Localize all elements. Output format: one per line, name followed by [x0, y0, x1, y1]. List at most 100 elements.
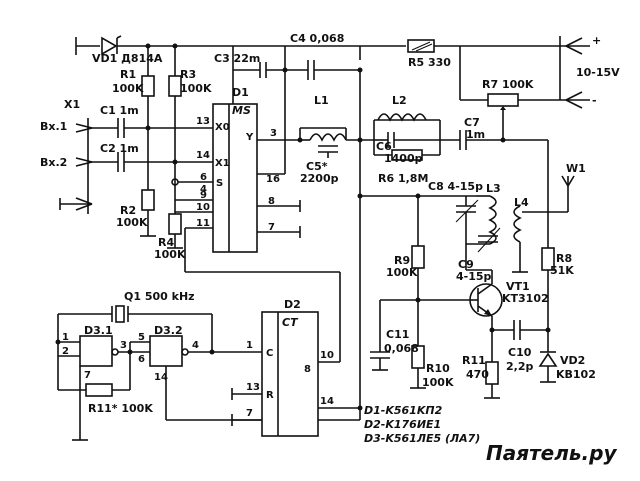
- pin-d32-5: 5: [138, 332, 145, 343]
- label-d1-s: S: [216, 178, 223, 189]
- resistor-r9: [411, 245, 425, 269]
- label-c9-value: 4-15p: [456, 270, 492, 283]
- label-c10-value: 2,2p: [506, 360, 533, 373]
- label-c1: C1 1m: [100, 104, 139, 117]
- label-d1-ms: MS: [232, 104, 251, 117]
- label-d1-x1: X1: [215, 158, 230, 169]
- label-r2-value: 100K: [116, 216, 148, 229]
- pin-d1-16: 16: [266, 174, 280, 185]
- label-r11: R11: [462, 354, 486, 367]
- label-input1: Bx.1: [40, 120, 67, 133]
- chip-d1: [184, 46, 341, 363]
- varicap-vd2: [538, 352, 558, 367]
- label-r5: R5 330: [408, 56, 451, 69]
- pin-d1-7: 7: [268, 222, 275, 233]
- label-c11-value: 0,068: [384, 342, 419, 355]
- label-r2: R2: [120, 204, 136, 217]
- label-c6: C6: [376, 140, 392, 153]
- label-d2-c: C: [266, 348, 273, 359]
- resistor-r11-star: [85, 383, 113, 397]
- transistor-vt1: [465, 246, 503, 399]
- l2-c6-r6: [373, 113, 441, 161]
- note-d3: D3-K561ЛЕ5 (ЛА7): [364, 432, 480, 445]
- r7-area: [459, 46, 590, 142]
- varicap-network: [492, 247, 558, 383]
- label-c3: C3 22m: [214, 52, 260, 65]
- pin-d32-14: 14: [154, 372, 168, 383]
- label-w1: W1: [566, 162, 586, 175]
- pin-d1-6: 6: [200, 172, 207, 183]
- label-r4: R4: [158, 236, 174, 249]
- label-r3: R3: [180, 68, 196, 81]
- label-c6-value: 1400p: [384, 152, 423, 165]
- label-c10: C10: [508, 346, 532, 359]
- pin-d31-7: 7: [84, 370, 91, 381]
- pin-d1-4: 4: [200, 184, 207, 195]
- pin-d2-13: 13: [246, 382, 260, 393]
- label-c11: C11: [386, 328, 409, 341]
- label-r8-value: 51K: [550, 264, 574, 277]
- label-r1: R1: [120, 68, 136, 81]
- pin-d1-14: 14: [196, 150, 210, 161]
- label-d1-y: Y: [245, 132, 254, 143]
- resistor-r2: [141, 189, 155, 211]
- l1-c5: [297, 70, 374, 420]
- pin-d1-9: 9: [200, 190, 207, 201]
- label-vd1: VD1 Д814А: [92, 52, 163, 65]
- label-r1-value: 100K: [112, 82, 144, 95]
- label-d2-ct: CT: [282, 316, 299, 329]
- pin-d2-10: 10: [320, 350, 334, 361]
- label-c7-value: 1m: [466, 128, 485, 141]
- gate-d31: [79, 335, 113, 367]
- pin-d1-13: 13: [196, 116, 210, 127]
- label-r7: R7 100K: [482, 78, 534, 91]
- antenna-w1: [522, 175, 575, 213]
- label-x1: X1: [64, 98, 80, 111]
- label-d2-r: R: [266, 390, 274, 401]
- pin-d32-4: 4: [192, 340, 199, 351]
- label-c9: C9: [458, 258, 474, 271]
- pin-d1-11: 11: [196, 218, 210, 229]
- pin-d2-7: 7: [246, 408, 253, 419]
- crystal-oscillator: [55, 305, 360, 441]
- resistor-r7: [487, 93, 519, 107]
- label-minus: -: [592, 94, 597, 107]
- label-c4: C4 0,068: [290, 32, 344, 45]
- label-d31: D3.1: [84, 324, 113, 337]
- label-vt1-value: KT3102: [502, 292, 549, 305]
- label-r3-value: 100K: [180, 82, 212, 95]
- crystal-q1: [115, 305, 125, 323]
- top-rail: [75, 35, 590, 100]
- label-r10: R10: [426, 362, 450, 375]
- label-c5: C5*: [306, 160, 328, 173]
- label-d1: D1: [232, 86, 249, 99]
- resistor-r1: [141, 75, 155, 97]
- label-q1: Q1 500 kHz: [124, 290, 195, 303]
- labels: VD1 Д814А R1 100K R3 100K C3 22m C4 0,06…: [40, 32, 620, 465]
- gate-d32: [149, 335, 183, 367]
- resistor-r4: [168, 213, 182, 235]
- note-d2: D2-K176ИЕ1: [364, 418, 441, 431]
- pin-d31-3: 3: [120, 340, 127, 351]
- oscillator-tank: [357, 193, 528, 273]
- label-d2: D2: [284, 298, 301, 311]
- label-l2: L2: [392, 94, 407, 107]
- label-c5-value: 2200p: [300, 172, 339, 185]
- label-d32: D3.2: [154, 324, 183, 337]
- label-input2: Bx.2: [40, 156, 67, 169]
- c3-c4: [233, 60, 363, 80]
- pin-d1-10: 10: [196, 202, 210, 213]
- chip-d2: [231, 311, 363, 437]
- label-supply: 10-15V: [576, 66, 620, 79]
- pin-d31-1: 1: [62, 332, 69, 343]
- label-vd2-value: KB102: [556, 368, 596, 381]
- zener-vd1: [101, 36, 118, 56]
- pin-d32-6: 6: [138, 354, 145, 365]
- watermark: Паятель.ру: [486, 441, 617, 465]
- label-c2: C2 1m: [100, 142, 139, 155]
- label-r4-value: 100K: [154, 248, 186, 261]
- pin-d2-8: 8: [304, 364, 311, 375]
- c7: [440, 130, 549, 248]
- label-vd2: VD2: [560, 354, 585, 367]
